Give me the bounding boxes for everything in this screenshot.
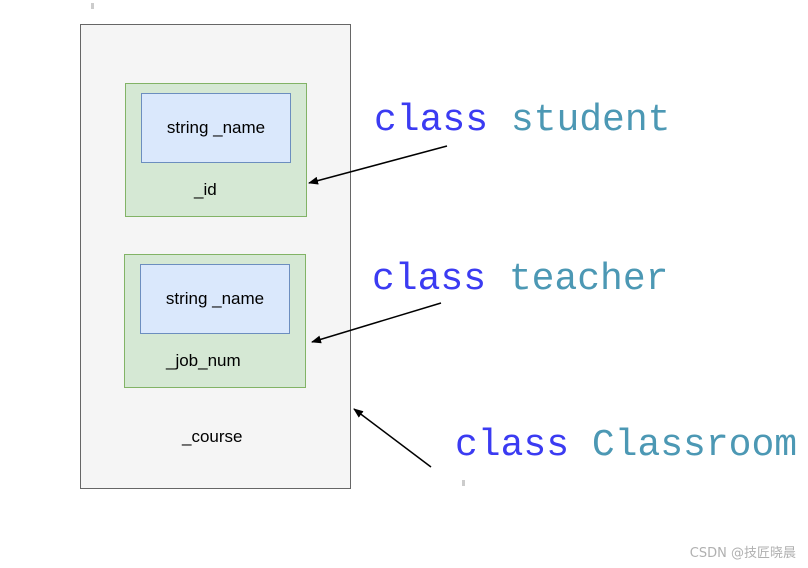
student-keyword: class	[374, 99, 489, 142]
teacher-class-name: teacher	[508, 258, 669, 301]
teacher-keyword: class	[372, 258, 487, 301]
student-id-field: _id	[194, 180, 217, 199]
student-name-field-box: string _name	[141, 93, 291, 163]
label-class-classroom: class Classroom	[455, 426, 797, 466]
teacher-name-field-box: string _name	[140, 264, 290, 334]
arrow-teacher	[311, 302, 442, 344]
classroom-keyword: class	[455, 424, 570, 467]
teacher-job-field: _job_num	[166, 351, 241, 370]
teacher-name-field: string _name	[165, 289, 265, 308]
label-class-teacher: class teacher	[372, 260, 668, 300]
bottom-tick-mark	[462, 480, 465, 486]
top-tick-mark	[91, 3, 94, 9]
watermark-text: CSDN @技匠晓晨	[689, 546, 796, 561]
classroom-class-name: Classroom	[591, 424, 798, 467]
label-class-student: class student	[374, 101, 670, 141]
student-class-name: student	[510, 99, 671, 142]
arrow-classroom	[353, 408, 432, 468]
arrow-student	[308, 145, 448, 185]
student-name-field: string _name	[166, 118, 266, 137]
classroom-course-field: _course	[182, 427, 243, 446]
